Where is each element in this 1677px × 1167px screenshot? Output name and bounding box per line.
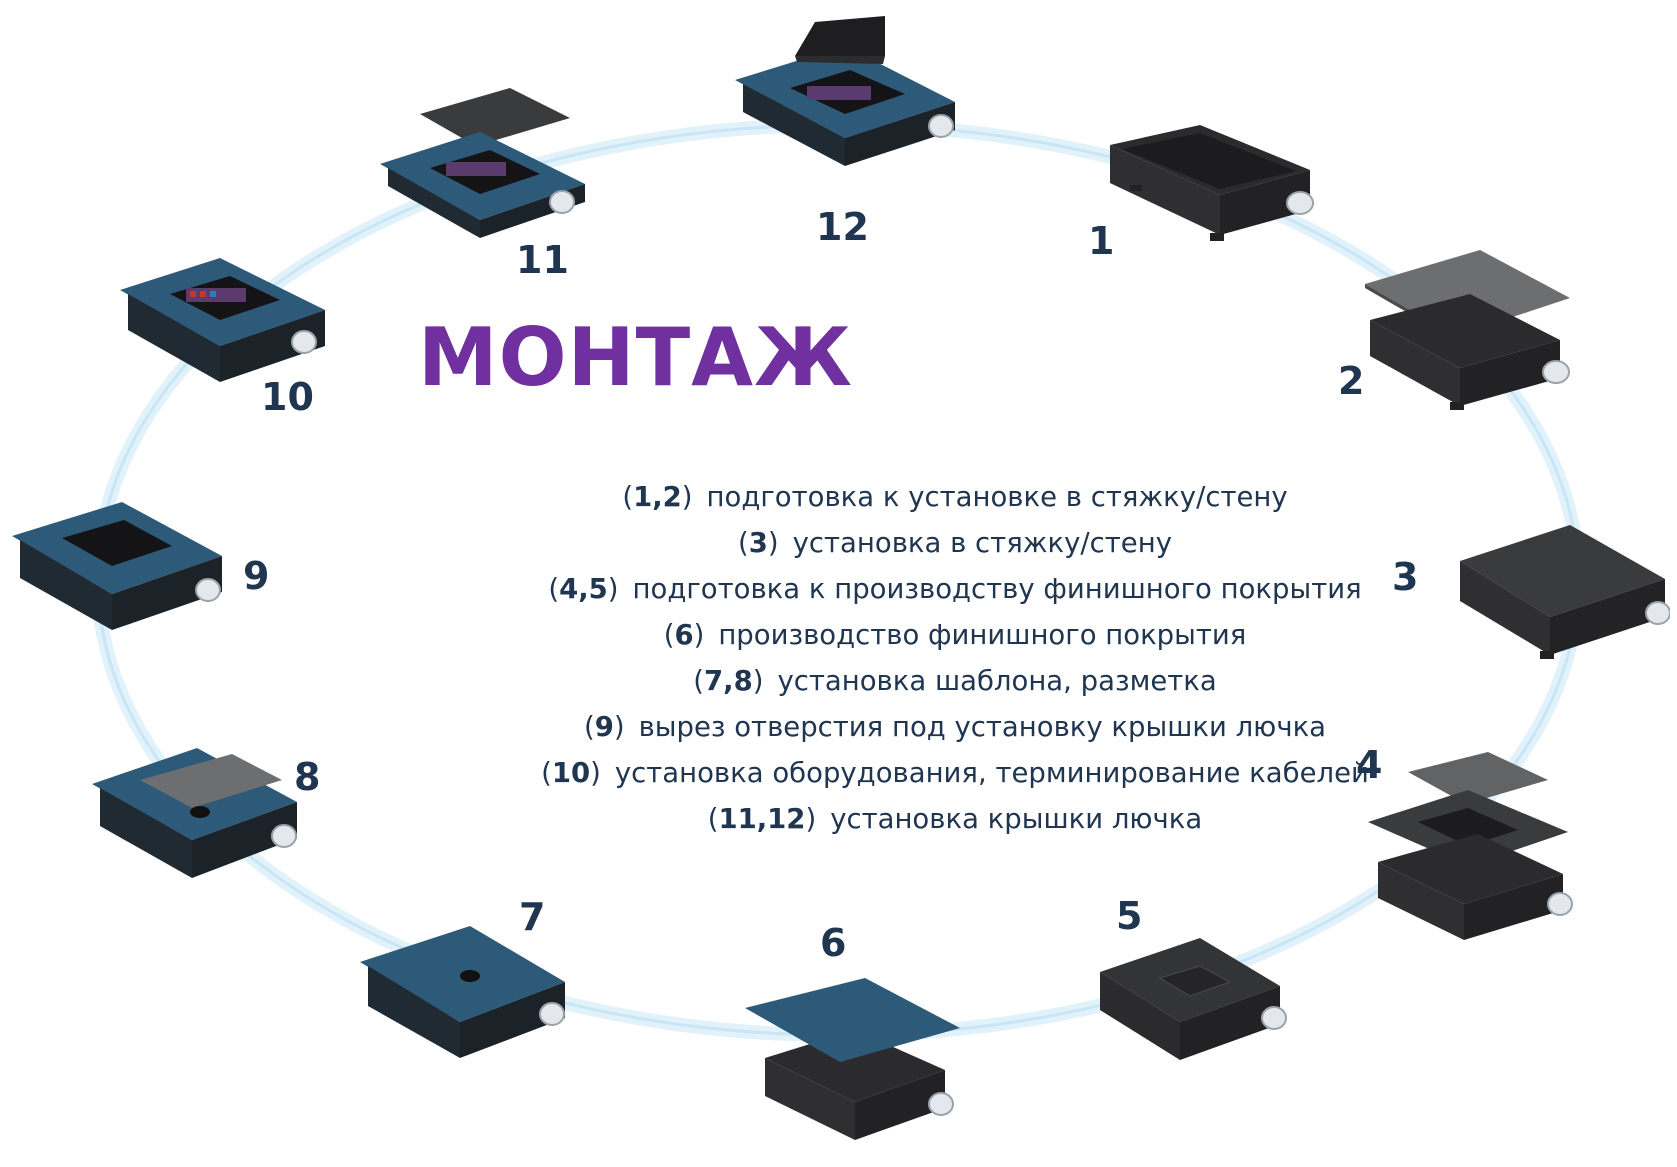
step-numbers: 7,8: [704, 665, 753, 697]
device-stage-11: [380, 88, 585, 238]
step-numbers: 10: [551, 757, 591, 789]
step-numbers: 11,12: [718, 803, 806, 835]
device-stage-6: [745, 978, 960, 1140]
device-stage-4: [1368, 752, 1573, 940]
device-stage-3: [1460, 525, 1670, 659]
step-line: (9)вырез отверстия под установку крышки …: [583, 711, 1327, 743]
stage-number-2: 2: [1338, 359, 1365, 403]
stage-number-12: 12: [816, 205, 869, 249]
device-stage-8: [92, 748, 297, 878]
stage-number-4: 4: [1356, 743, 1383, 787]
step-text: установка в стяжку/стену: [792, 527, 1172, 559]
stage-number-8: 8: [294, 755, 321, 799]
step-line: (3)установка в стяжку/стену: [738, 527, 1172, 559]
step-numbers: 6: [674, 619, 694, 651]
stage-number-6: 6: [820, 921, 847, 965]
device-stage-2: [1365, 250, 1570, 410]
stage-number-3: 3: [1392, 555, 1419, 599]
step-line: (10)установка оборудования, терминирован…: [541, 757, 1369, 789]
stage-number-7: 7: [519, 895, 546, 939]
step-numbers: 3: [748, 527, 768, 559]
device-stage-5: [1100, 938, 1287, 1060]
step-text: производство финишного покрытия: [718, 619, 1247, 651]
stage-number-10: 10: [261, 375, 314, 419]
stage-number-9: 9: [243, 554, 270, 598]
stage-number-1: 1: [1088, 219, 1115, 263]
device-stage-7: [360, 926, 565, 1058]
step-text: подготовка к установке в стяжку/стену: [706, 481, 1288, 513]
step-line: (11,12)установка крышки лючка: [707, 803, 1203, 835]
step-line: (4,5)подготовка к производству финишного…: [548, 573, 1362, 605]
step-text: вырез отверстия под установку крышки люч…: [638, 711, 1327, 743]
step-numbers: 1,2: [633, 481, 682, 513]
device-stage-10: [120, 258, 325, 382]
step-text: подготовка к производству финишного покр…: [632, 573, 1362, 605]
device-stage-12: [735, 16, 955, 166]
step-text: установка шаблона, разметка: [777, 665, 1217, 697]
step-line: (6)производство финишного покрытия: [663, 619, 1247, 651]
device-stage-1: [1110, 125, 1314, 241]
step-line: (1,2)подготовка к установке в стяжку/сте…: [622, 481, 1288, 513]
device-stage-9: [12, 502, 222, 630]
page-title: МОНТАЖ: [418, 311, 853, 404]
steps-list: (1,2)подготовка к установке в стяжку/сте…: [380, 474, 1530, 842]
stage-number-11: 11: [516, 238, 569, 282]
step-numbers: 4,5: [559, 573, 608, 605]
step-text: установка оборудования, терминирование к…: [614, 757, 1369, 789]
step-line: (7,8)установка шаблона, разметка: [693, 665, 1217, 697]
step-numbers: 9: [594, 711, 614, 743]
stage-number-5: 5: [1116, 894, 1143, 938]
step-text: установка крышки лючка: [830, 803, 1203, 835]
